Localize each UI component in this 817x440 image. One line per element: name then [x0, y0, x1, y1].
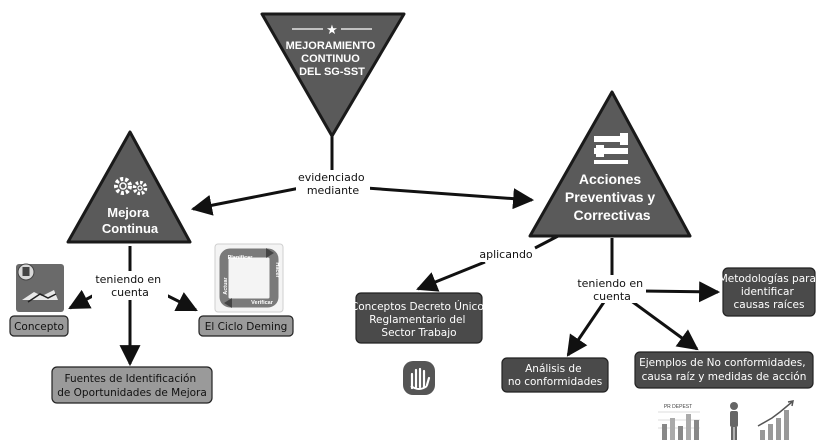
growth-chart-icon: [757, 400, 794, 440]
pdca-plan: Planificar: [228, 255, 254, 261]
svg-text:Metodologías para identi: Metodologías para identificar causas raí…: [719, 273, 817, 311]
analisis-node[interactable]: Análisis de no conformidades: [501, 357, 609, 393]
person-icon: [730, 402, 738, 440]
fuentes-line2: de Oportunidades de Mejora: [57, 387, 207, 399]
connector-teniendo-left-line2: cuenta: [111, 286, 149, 299]
conceptos-line2: Reglamentario del: [369, 314, 465, 326]
pdca-cycle-icon: Planificar Hacer Verificar Actuar: [214, 243, 284, 313]
chart-thumbnail-label: PR DEPEST: [664, 404, 692, 410]
gears-icon: [114, 177, 148, 196]
arrow-to-metodologias: [641, 281, 721, 303]
ejemplos-node[interactable]: Ejemplos de No conformidades, causa raíz…: [634, 351, 814, 389]
connector-teniendo-right-line1: teniendo en: [577, 277, 643, 290]
acciones-line1: Acciones: [579, 171, 641, 187]
ciclo-deming-label: El Ciclo Deming: [205, 321, 288, 333]
conceptos-line1: Conceptos Decreto Único: [351, 300, 484, 313]
sliders-icon: [594, 133, 628, 164]
hand-stop-icon: [403, 361, 435, 395]
acciones-node[interactable]: Acciones Preventivas y Correctivas: [528, 90, 692, 238]
svg-text:evidenciado mediante: evidenciado mediante: [298, 171, 368, 197]
ejemplos-line1: Ejemplos de No conformidades,: [639, 357, 805, 369]
svg-text:teniendo en cuenta: teniendo en cuenta: [577, 277, 646, 303]
conceptos-decreto-node[interactable]: Conceptos Decreto Único Reglamentario de…: [351, 292, 487, 344]
mejora-continua-node[interactable]: Mejora Continua: [66, 130, 192, 244]
pdca-do: Hacer: [274, 262, 280, 278]
chart-thumbnail-icon: PR DEPEST: [658, 404, 700, 440]
arrow-to-acciones: [365, 186, 535, 210]
svg-text:Mejora Continua: Mejora Continua: [102, 205, 159, 236]
metodologias-line3: causas raíces: [734, 299, 805, 311]
svg-text:teniendo en cuenta: teniendo en cuenta: [95, 273, 164, 299]
arrow-to-conceptos: [416, 260, 486, 292]
conceptos-line3: Sector Trabajo: [381, 327, 456, 339]
connector-teniendo-left-line1: teniendo en: [95, 273, 161, 286]
ciclo-deming-node[interactable]: El Ciclo Deming: [198, 315, 294, 337]
main-node-line3: DEL SG-SST: [299, 66, 365, 78]
concept-image-icon: [16, 263, 64, 312]
fuentes-line1: Fuentes de Identificación: [65, 373, 197, 385]
connector-evidenciado-line1: evidenciado: [298, 171, 365, 184]
svg-text:MEJORAMIENTO CONTINUO: MEJORAMIENTO CONTINUO DEL SG-SST: [286, 40, 379, 78]
main-node[interactable]: ★ MEJORAMIENTO CONTINUO DEL SG-SST: [260, 12, 406, 138]
connector-teniendo-right-line2: cuenta: [593, 290, 631, 303]
mejora-line1: Mejora: [107, 205, 150, 220]
svg-text:Conceptos Decreto Único: Conceptos Decreto Único Reglamentario de…: [351, 300, 487, 339]
fuentes-node[interactable]: Fuentes de Identificación de Oportunidad…: [51, 366, 213, 404]
concepto-node[interactable]: Concepto: [9, 315, 69, 337]
metodologias-line2: identificar: [741, 286, 795, 298]
star-icon: ★: [326, 23, 338, 38]
svg-text:Ejemplos de No conformidades,: Ejemplos de No conformidades, causa raíz…: [639, 357, 809, 383]
metodologias-node[interactable]: Metodologías para identificar causas raí…: [719, 267, 817, 317]
svg-text:Fuentes de Identificación: Fuentes de Identificación de Oportunidad…: [57, 373, 207, 399]
acciones-line3: Correctivas: [573, 207, 650, 223]
ejemplos-line2: causa raíz y medidas de acción: [642, 371, 807, 383]
acciones-line2: Preventivas y: [565, 189, 655, 205]
connector-evidenciado-line2: mediante: [307, 184, 360, 197]
mejora-line2: Continua: [102, 221, 159, 236]
pdca-act: Actuar: [223, 276, 229, 294]
svg-text:Acciones Preventivas y: Acciones Preventivas y Correctivas: [565, 171, 659, 223]
connector-aplicando: aplicando: [479, 248, 533, 261]
main-node-line1: MEJORAMIENTO: [286, 40, 376, 52]
analisis-line1: Análisis de: [525, 363, 581, 375]
arrow-to-analisis: [566, 301, 606, 357]
analisis-line2: no conformidades: [508, 376, 602, 388]
main-node-line2: CONTINUO: [301, 53, 360, 65]
metodologias-line1: Metodologías para: [719, 273, 816, 285]
pdca-check: Verificar: [251, 300, 274, 306]
arrow-to-ejemplos: [629, 298, 699, 351]
arrow-to-mejora: [190, 186, 301, 216]
concepto-label: Concepto: [14, 321, 64, 333]
svg-text:Análisis de no conformid: Análisis de no conformidades: [508, 363, 602, 388]
